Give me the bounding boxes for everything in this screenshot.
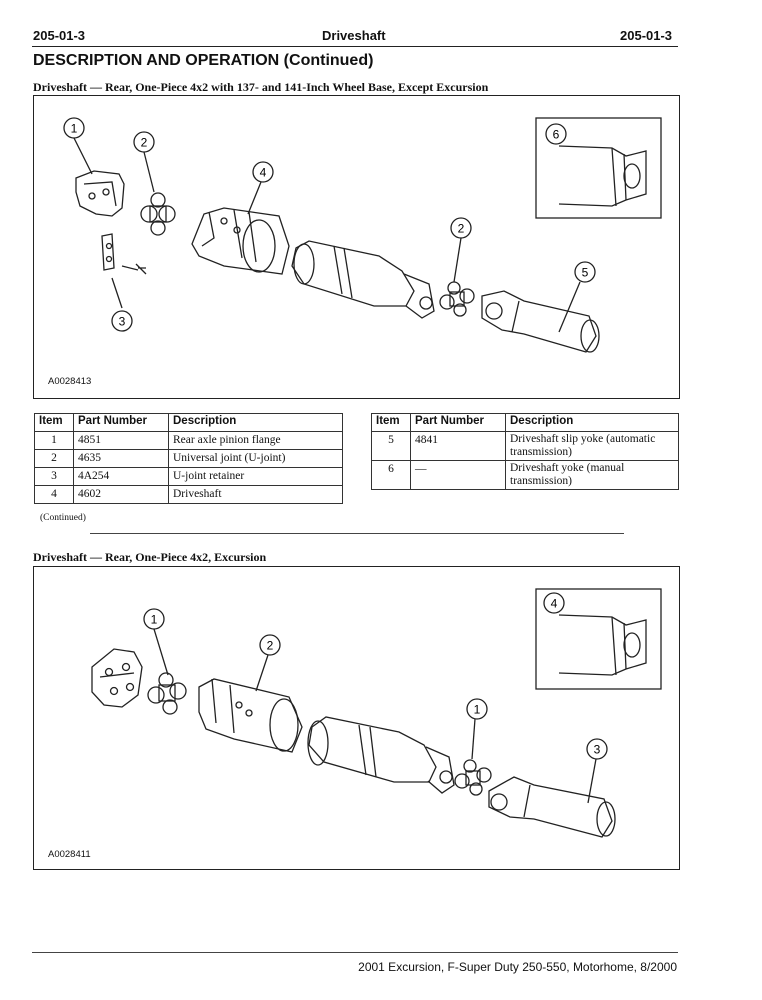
u-joint-drawing-2 [439, 281, 475, 317]
item-cell: 1 [34, 431, 74, 450]
header-title: Driveshaft [322, 28, 386, 43]
header-page-number-left: 205-01-3 [33, 28, 86, 43]
description-cell: Universal joint (U-joint) [168, 449, 343, 468]
callout-2b: 2 [458, 222, 465, 236]
continued-note: (Continued) [40, 513, 86, 523]
callout-1: 1 [151, 613, 158, 627]
item-cell: 2 [34, 449, 74, 468]
inset-box [535, 117, 662, 219]
figure2-id: A0028411 [48, 849, 91, 860]
figure1-id: A0028413 [48, 376, 92, 387]
table-header-row: Item Part Number Description [34, 413, 343, 432]
parts-table-right: Item Part Number Description 5 4841 Driv… [371, 413, 679, 490]
part-number-cell: 4602 [73, 485, 169, 504]
table-row: 1 4851 Rear axle pinion flange [34, 431, 343, 450]
figure2-title: Driveshaft — Rear, One-Piece 4x2, Excurs… [33, 550, 267, 564]
table-row: 3 4A254 U-joint retainer [34, 467, 343, 486]
column-header-description: Description [168, 413, 343, 432]
figure2-illustration: 1 2 1 3 4 [91, 588, 662, 838]
description-cell: Driveshaft [168, 485, 343, 504]
item-cell: 3 [34, 467, 74, 486]
part-number-cell: — [410, 460, 506, 490]
callout-4: 4 [260, 166, 267, 180]
table-row: 2 4635 Universal joint (U-joint) [34, 449, 343, 468]
part-number-cell: 4851 [73, 431, 169, 450]
table-row: 5 4841 Driveshaft slip yoke (automatic t… [371, 431, 679, 461]
header-rule [32, 46, 678, 47]
table-header-row: Item Part Number Description [371, 413, 679, 432]
part-number-cell: 4A254 [73, 467, 169, 486]
column-header-item: Item [34, 413, 74, 432]
figure1-callouts: 1 2 4 2 3 5 6 [63, 117, 596, 332]
description-cell: Driveshaft yoke (manual transmission) [505, 460, 679, 490]
manual-yoke-inset-drawing [558, 145, 647, 207]
u-joint-drawing-2 [454, 759, 492, 796]
pinion-flange-drawing [75, 170, 147, 275]
driveshaft-middle-drawing [307, 716, 455, 794]
figure2-callouts: 1 2 1 3 4 [143, 592, 608, 760]
item-cell: 4 [34, 485, 74, 504]
callout-4: 4 [551, 597, 558, 611]
figure1-illustration: 1 2 4 2 3 5 6 [63, 117, 662, 353]
driveshaft-middle-drawing [291, 240, 435, 319]
driveshaft-front-drawing [198, 678, 303, 753]
figure2-box: 1 2 1 3 4 A0028411 [33, 566, 680, 870]
description-cell: Driveshaft slip yoke (automatic transmis… [505, 431, 679, 461]
u-joint-drawing-1 [147, 672, 187, 715]
table-row: 4 4602 Driveshaft [34, 485, 343, 504]
callout-2: 2 [267, 639, 274, 653]
description-cell: U-joint retainer [168, 467, 343, 486]
figure1-title: Driveshaft — Rear, One-Piece 4x2 with 13… [33, 80, 489, 94]
header-page-number-right: 205-01-3 [620, 28, 673, 43]
column-header-part-number: Part Number [410, 413, 506, 432]
u-joint-drawing-1 [140, 192, 176, 236]
callout-5: 5 [582, 266, 589, 280]
item-cell: 6 [371, 460, 411, 490]
section-divider [90, 533, 624, 534]
column-header-part-number: Part Number [73, 413, 169, 432]
item-cell: 5 [371, 431, 411, 461]
pinion-flange-drawing [91, 648, 143, 708]
table-row: 6 — Driveshaft yoke (manual transmission… [371, 460, 679, 490]
callout-6: 6 [553, 128, 560, 142]
callout-2: 2 [141, 136, 148, 150]
footer-text: 2001 Excursion, F-Super Duty 250-550, Mo… [358, 960, 677, 974]
driveshaft-front-drawing [191, 207, 290, 275]
inset-box [535, 588, 662, 690]
section-title: DESCRIPTION AND OPERATION (Continued) [33, 52, 374, 69]
footer-rule [32, 952, 678, 953]
part-number-cell: 4841 [410, 431, 506, 461]
parts-table-left: Item Part Number Description 1 4851 Rear… [34, 413, 343, 504]
callout-3: 3 [119, 315, 126, 329]
column-header-item: Item [371, 413, 411, 432]
description-cell: Rear axle pinion flange [168, 431, 343, 450]
slip-yoke-drawing [481, 290, 600, 353]
callout-3: 3 [594, 743, 601, 757]
part-number-cell: 4635 [73, 449, 169, 468]
slip-yoke-drawing [488, 776, 616, 838]
column-header-description: Description [505, 413, 679, 432]
yoke-inset-drawing [558, 614, 647, 676]
figure1-box: 1 2 4 2 3 5 6 A0028413 [33, 95, 680, 399]
callout-1: 1 [71, 122, 78, 136]
callout-1b: 1 [474, 703, 481, 717]
